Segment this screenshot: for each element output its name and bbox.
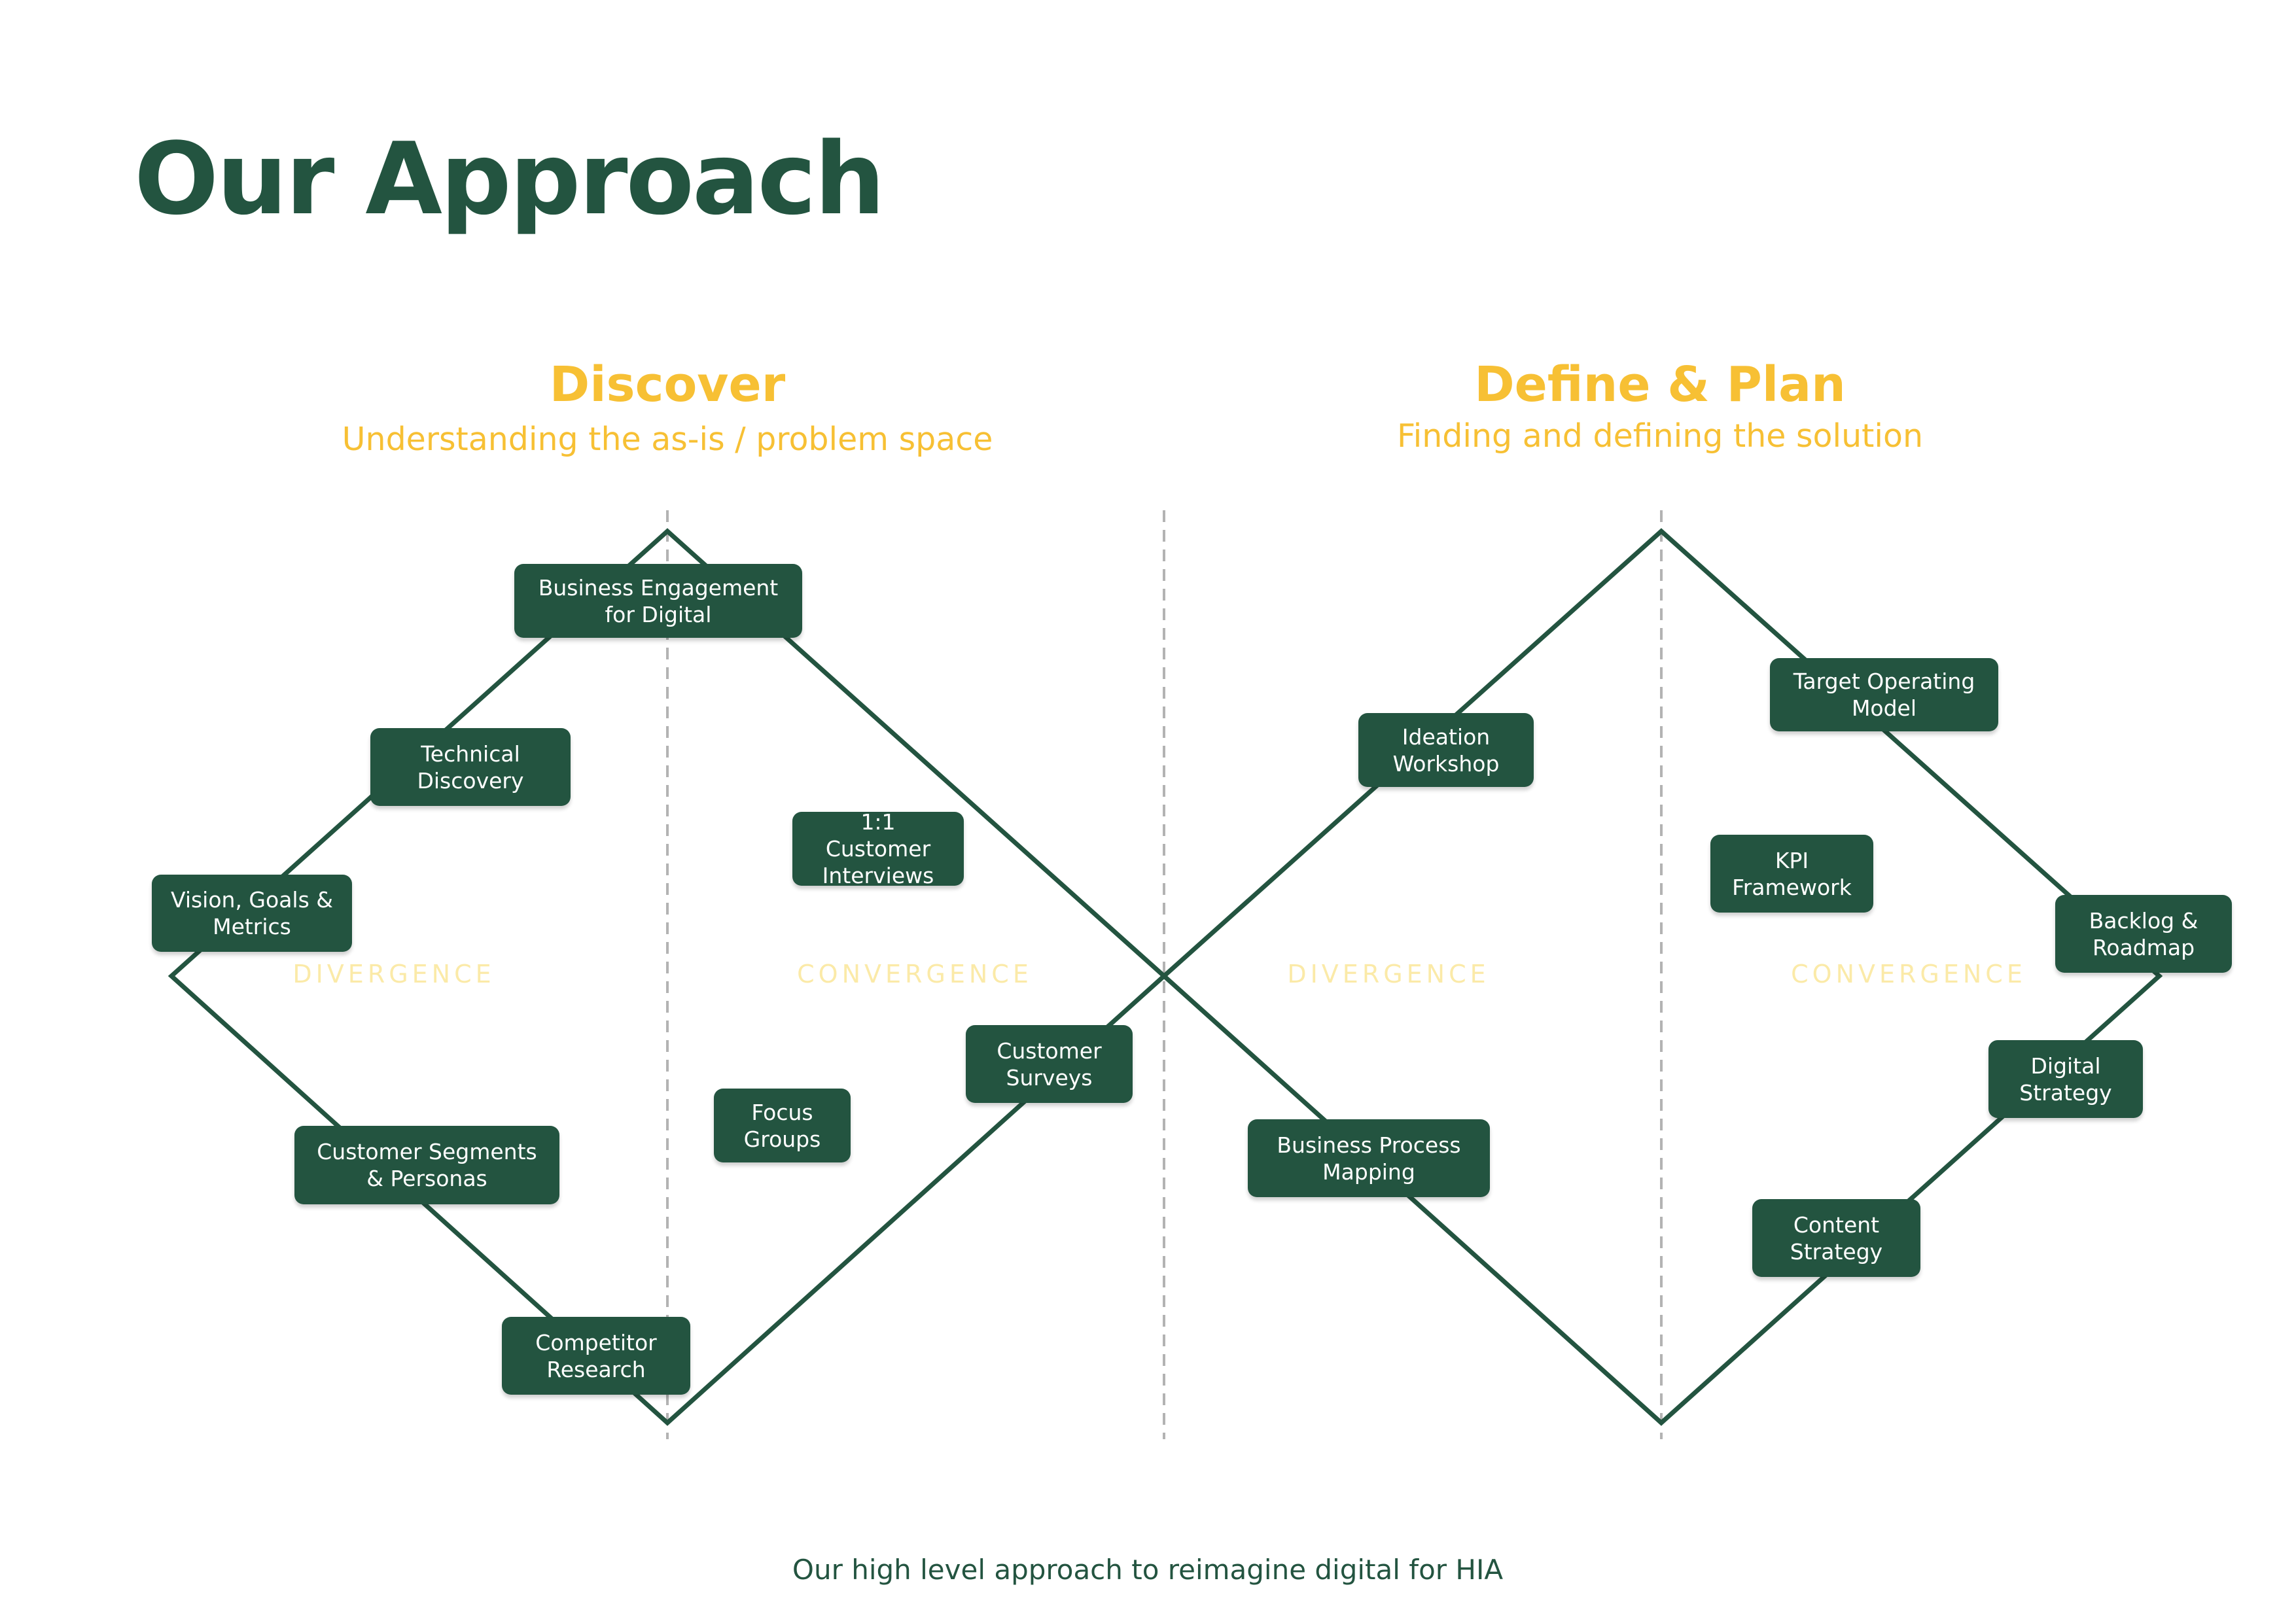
step-backlog-roadmap: Backlog & Roadmap [2055,895,2232,973]
step-technical-discovery: Technical Discovery [370,728,571,806]
step-competitor-research: Competitor Research [502,1317,690,1395]
step-digital-strategy: Digital Strategy [1988,1040,2143,1118]
phase-subtitle-discover: Understanding the as-is / problem space [342,421,993,458]
page-title: Our Approach [134,121,885,237]
discover-diamond [168,528,1168,1426]
phase-title-define-plan: Define & Plan [1474,357,1846,413]
step-target-operating-model: Target Operating Model [1770,658,1998,731]
step-ideation-workshop: Ideation Workshop [1358,713,1534,787]
zone-label-discover-divergence: DIVERGENCE [292,960,495,988]
step-customer-segments-personas: Customer Segments & Personas [294,1126,559,1204]
step-customer-interviews: 1:1 Customer Interviews [792,809,964,888]
step-vision-goals-metrics: Vision, Goals & Metrics [152,875,352,952]
phase-subtitle-define-plan: Finding and defining the solution [1396,417,1924,455]
diagram-caption: Our high level approach to reimagine dig… [792,1554,1504,1586]
step-content-strategy: Content Strategy [1752,1199,1920,1277]
zone-label-discover-convergence: CONVERGENCE [797,960,1033,988]
step-business-engagement: Business Engagement for Digital [514,564,802,638]
step-customer-surveys: Customer Surveys [966,1025,1133,1103]
define-plan-diamond [1160,528,2163,1426]
zone-label-define-convergence: CONVERGENCE [1791,960,2026,988]
zone-label-define-divergence: DIVERGENCE [1287,960,1490,988]
phase-title-discover: Discover [549,357,786,413]
step-business-process-mapping: Business Process Mapping [1248,1119,1490,1197]
step-focus-groups: Focus Groups [714,1089,851,1162]
step-kpi-framework: KPI Framework [1710,835,1873,913]
